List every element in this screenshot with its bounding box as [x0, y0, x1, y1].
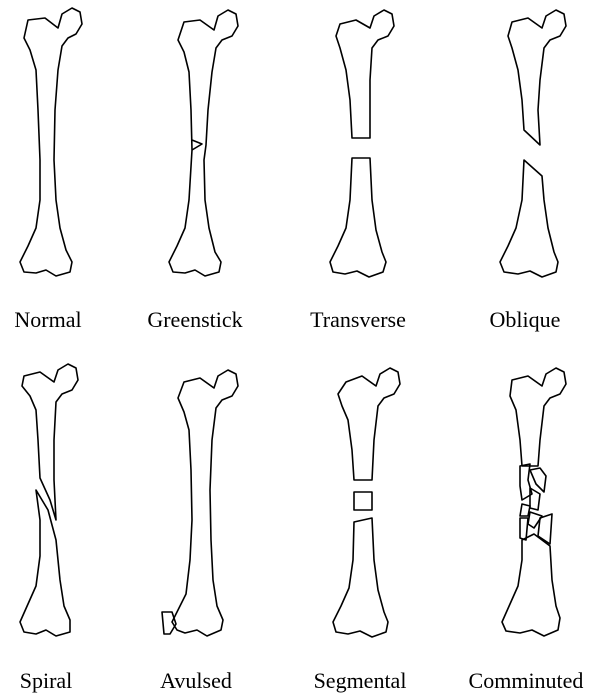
label-oblique: Oblique: [450, 307, 600, 333]
label-segmental: Segmental: [285, 668, 435, 694]
label-spiral: Spiral: [0, 668, 121, 694]
bone-comminuted: [502, 368, 566, 636]
bone-transverse: [330, 10, 394, 277]
label-greenstick: Greenstick: [120, 307, 270, 333]
bone-avulsed: [162, 370, 238, 636]
bone-greenstick: [169, 10, 238, 276]
bone-segmental: [333, 368, 400, 637]
label-normal: Normal: [0, 307, 123, 333]
label-comminuted: Comminuted: [451, 668, 601, 694]
bone-spiral: [20, 364, 78, 636]
label-transverse: Transverse: [283, 307, 433, 333]
bone-normal: [20, 8, 82, 276]
bone-oblique: [500, 10, 566, 277]
label-avulsed: Avulsed: [121, 668, 271, 694]
